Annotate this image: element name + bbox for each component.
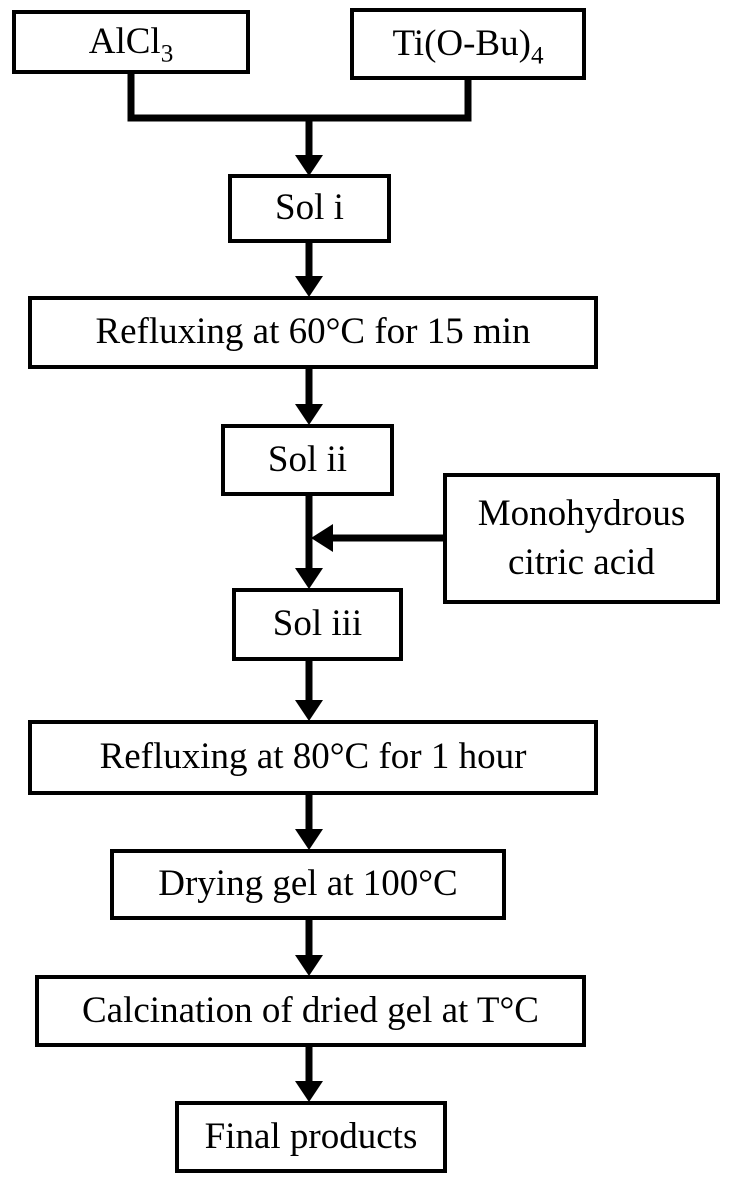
arrowhead-to-reflux60-icon [295,276,323,297]
node-tiobu4-subscript: 4 [530,42,544,70]
node-alcl3-subscript: 3 [160,40,174,68]
node-sol-ii: Sol ii [221,424,394,496]
arrowhead-to-sol-ii-icon [295,404,323,425]
arrowhead-to-final-icon [295,1081,323,1102]
node-final-products: Final products [175,1101,447,1173]
node-sol-i: Sol i [228,174,391,243]
node-refluxing-80: Refluxing at 80°C for 1 hour [28,720,598,795]
node-tiobu4-base: Ti(O-Bu) [392,22,531,64]
arrowhead-to-sol-i-icon [295,155,323,176]
node-alcl3: AlCl3 [12,10,250,74]
arrowhead-to-sol-iii-icon [295,568,323,589]
arrowhead-citric-left-icon [311,524,333,552]
arrowhead-to-drying-icon [295,829,323,850]
node-refluxing-60: Refluxing at 60°C for 15 min [28,296,598,369]
node-alcl3-base: AlCl [88,20,161,62]
node-citric-acid: Monohydrous citric acid [443,473,720,604]
node-drying-gel: Drying gel at 100°C [110,849,506,920]
node-refluxing-80-label: Refluxing at 80°C for 1 hour [99,736,527,778]
node-drying-gel-label: Drying gel at 100°C [158,863,458,905]
node-citric-acid-label: Monohydrous citric acid [477,493,686,583]
node-sol-i-label: Sol i [275,187,344,229]
node-tiobu4: Ti(O-Bu)4 [350,8,586,80]
node-refluxing-60-label: Refluxing at 60°C for 15 min [95,311,531,353]
node-tiobu4-label: Ti(O-Bu)4 [392,20,543,68]
node-sol-ii-label: Sol ii [267,438,348,480]
node-final-products-label: Final products [204,1115,418,1157]
node-sol-iii-label: Sol iii [272,603,363,645]
arrowhead-to-reflux80-icon [295,700,323,721]
node-calcination: Calcination of dried gel at T°C [35,975,586,1047]
node-calcination-label: Calcination of dried gel at T°C [82,989,539,1031]
arrowhead-to-calcination-icon [295,955,323,976]
node-alcl3-label: AlCl3 [89,18,174,66]
node-sol-iii: Sol iii [232,588,403,661]
